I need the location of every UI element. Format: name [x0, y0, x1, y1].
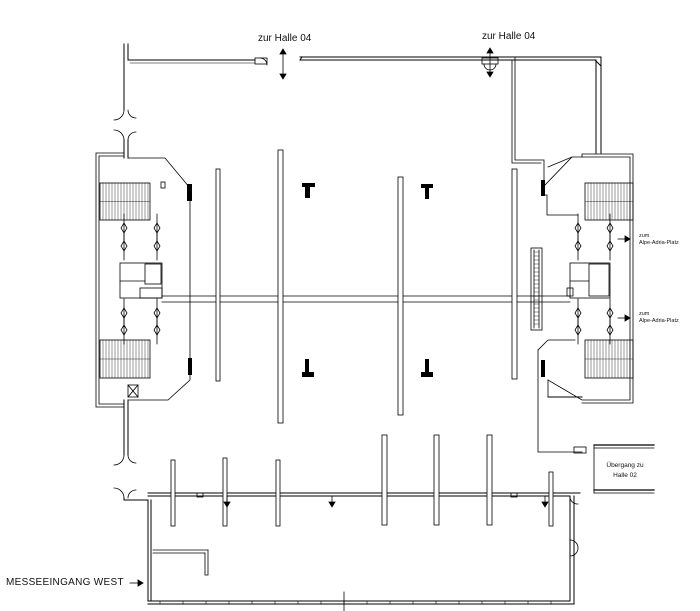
escalator [530, 247, 543, 331]
plaza-label-lower: zum Alpe-Adria-Platz [639, 311, 679, 325]
transfer-label-line2: Halle 02 [613, 472, 637, 479]
lower-arrows [223, 495, 549, 508]
entrance-ticks [159, 600, 552, 605]
entrance-hall [152, 492, 579, 611]
hall-04-label-left: zur Halle 04 [258, 33, 312, 44]
hall-04-label-right: zur Halle 04 [482, 31, 536, 42]
left-stair-core [95, 152, 191, 408]
plaza-label-lower-line2: Alpe-Adria-Platz [639, 318, 679, 324]
transfer-label: Übergang zu Halle 02 [599, 461, 651, 481]
cross-bridge [161, 287, 574, 303]
left-stair-treads [99, 182, 151, 379]
plaza-label-lower-line1: zum [639, 311, 650, 317]
outer-walls [123, 43, 602, 605]
entrance-label: MESSEEINGANG WEST [6, 577, 124, 588]
plaza-label-upper-line2: Alpe-Adria-Platz [639, 240, 679, 246]
right-stair-core [511, 56, 634, 453]
pillars [170, 149, 554, 527]
plaza-label-upper-line1: zum [639, 233, 650, 239]
left-doors [113, 109, 137, 499]
upper-stair-arrows [279, 47, 494, 80]
entrance-arrow [129, 579, 144, 587]
core-columns [120, 213, 614, 345]
plaza-label-upper: zum Alpe-Adria-Platz [639, 233, 679, 247]
transfer-passage [573, 444, 655, 494]
transfer-label-line1: Übergang zu [606, 462, 644, 469]
t-markers [187, 180, 545, 377]
right-stair-treads [584, 182, 634, 379]
plaza-arrows [617, 235, 631, 322]
